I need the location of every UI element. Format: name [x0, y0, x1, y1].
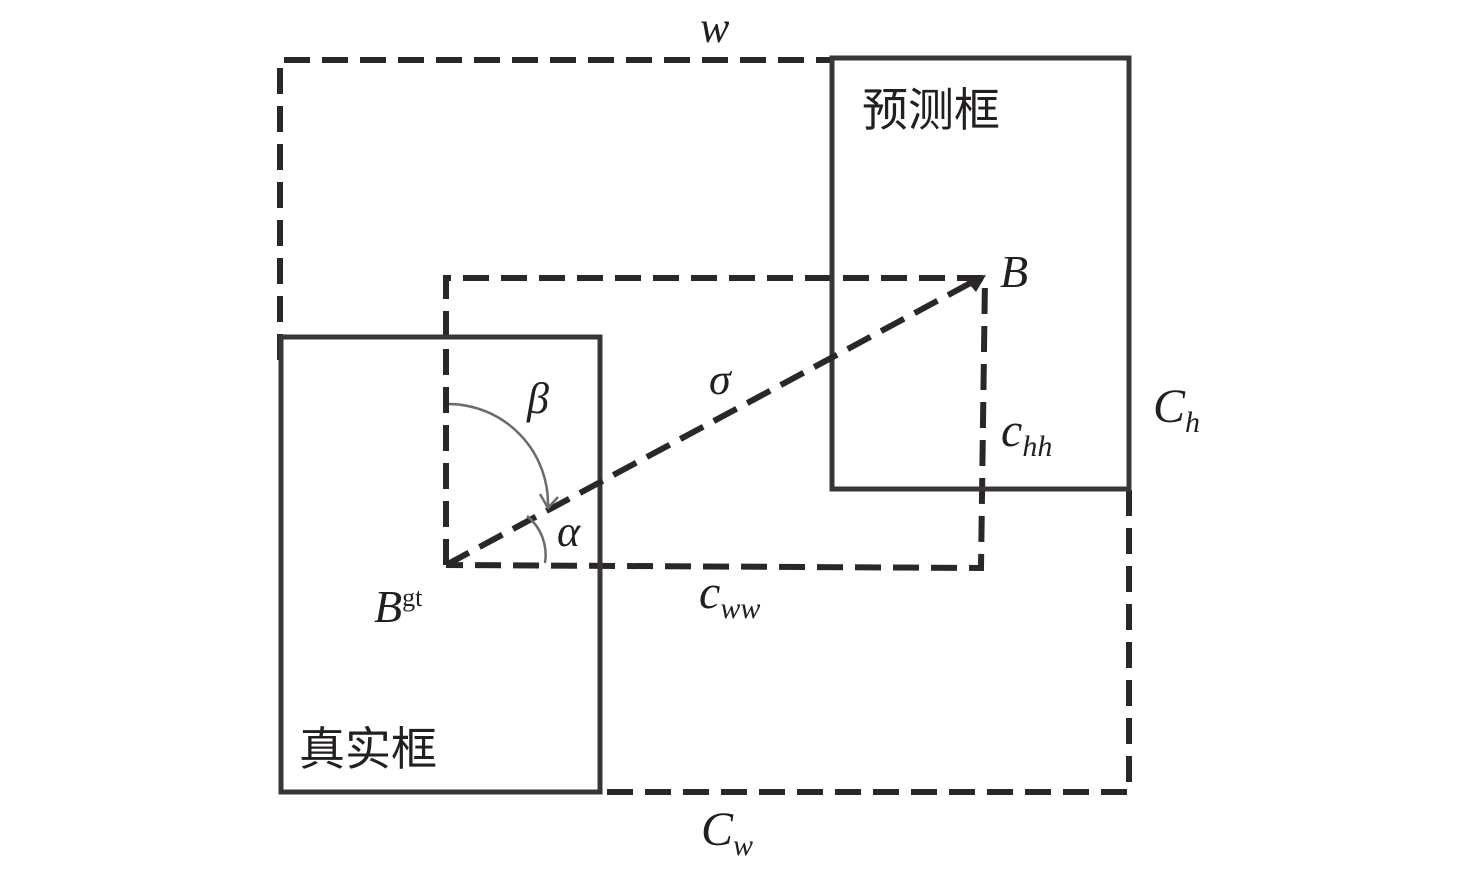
width-label: w [700, 3, 730, 52]
predicted-center-label: B [1000, 246, 1028, 297]
C-h-sub: h [1185, 406, 1200, 439]
center-offset-box [443, 275, 989, 572]
C-w-label: Cw [701, 803, 753, 862]
C-h-main: C [1153, 380, 1186, 433]
alpha-label: α [557, 507, 581, 556]
prediction-box-label: 预测框 [862, 83, 1000, 137]
C-w-main: C [701, 803, 734, 856]
C-h-label: Ch [1153, 380, 1200, 439]
sigma-label: σ [709, 355, 733, 404]
ground-truth-center-base: B [374, 581, 402, 632]
beta-label: β [526, 374, 549, 423]
beta-arc [448, 402, 550, 507]
center-distance-line [444, 276, 980, 568]
enclosing-box-outline [277, 57, 1132, 795]
c-ww-label: cww [699, 566, 760, 625]
ground-truth-center-label: Bgt [374, 581, 423, 632]
ground-truth-box [278, 334, 603, 795]
c-hh-sub: hh [1022, 430, 1052, 463]
beta-arc-arrowhead [538, 493, 559, 511]
alpha-arc [526, 515, 547, 564]
prediction-box [829, 55, 1132, 492]
c-ww-main: c [699, 566, 720, 619]
c-hh-main: c [1001, 404, 1022, 457]
ground-truth-box-label: 真实框 [299, 722, 437, 776]
center-distance-arrowhead [964, 275, 986, 292]
ground-truth-center-sup: gt [402, 583, 423, 612]
c-hh-label: chh [1001, 404, 1052, 463]
C-w-sub: w [733, 829, 753, 862]
c-ww-sub: ww [720, 592, 760, 625]
